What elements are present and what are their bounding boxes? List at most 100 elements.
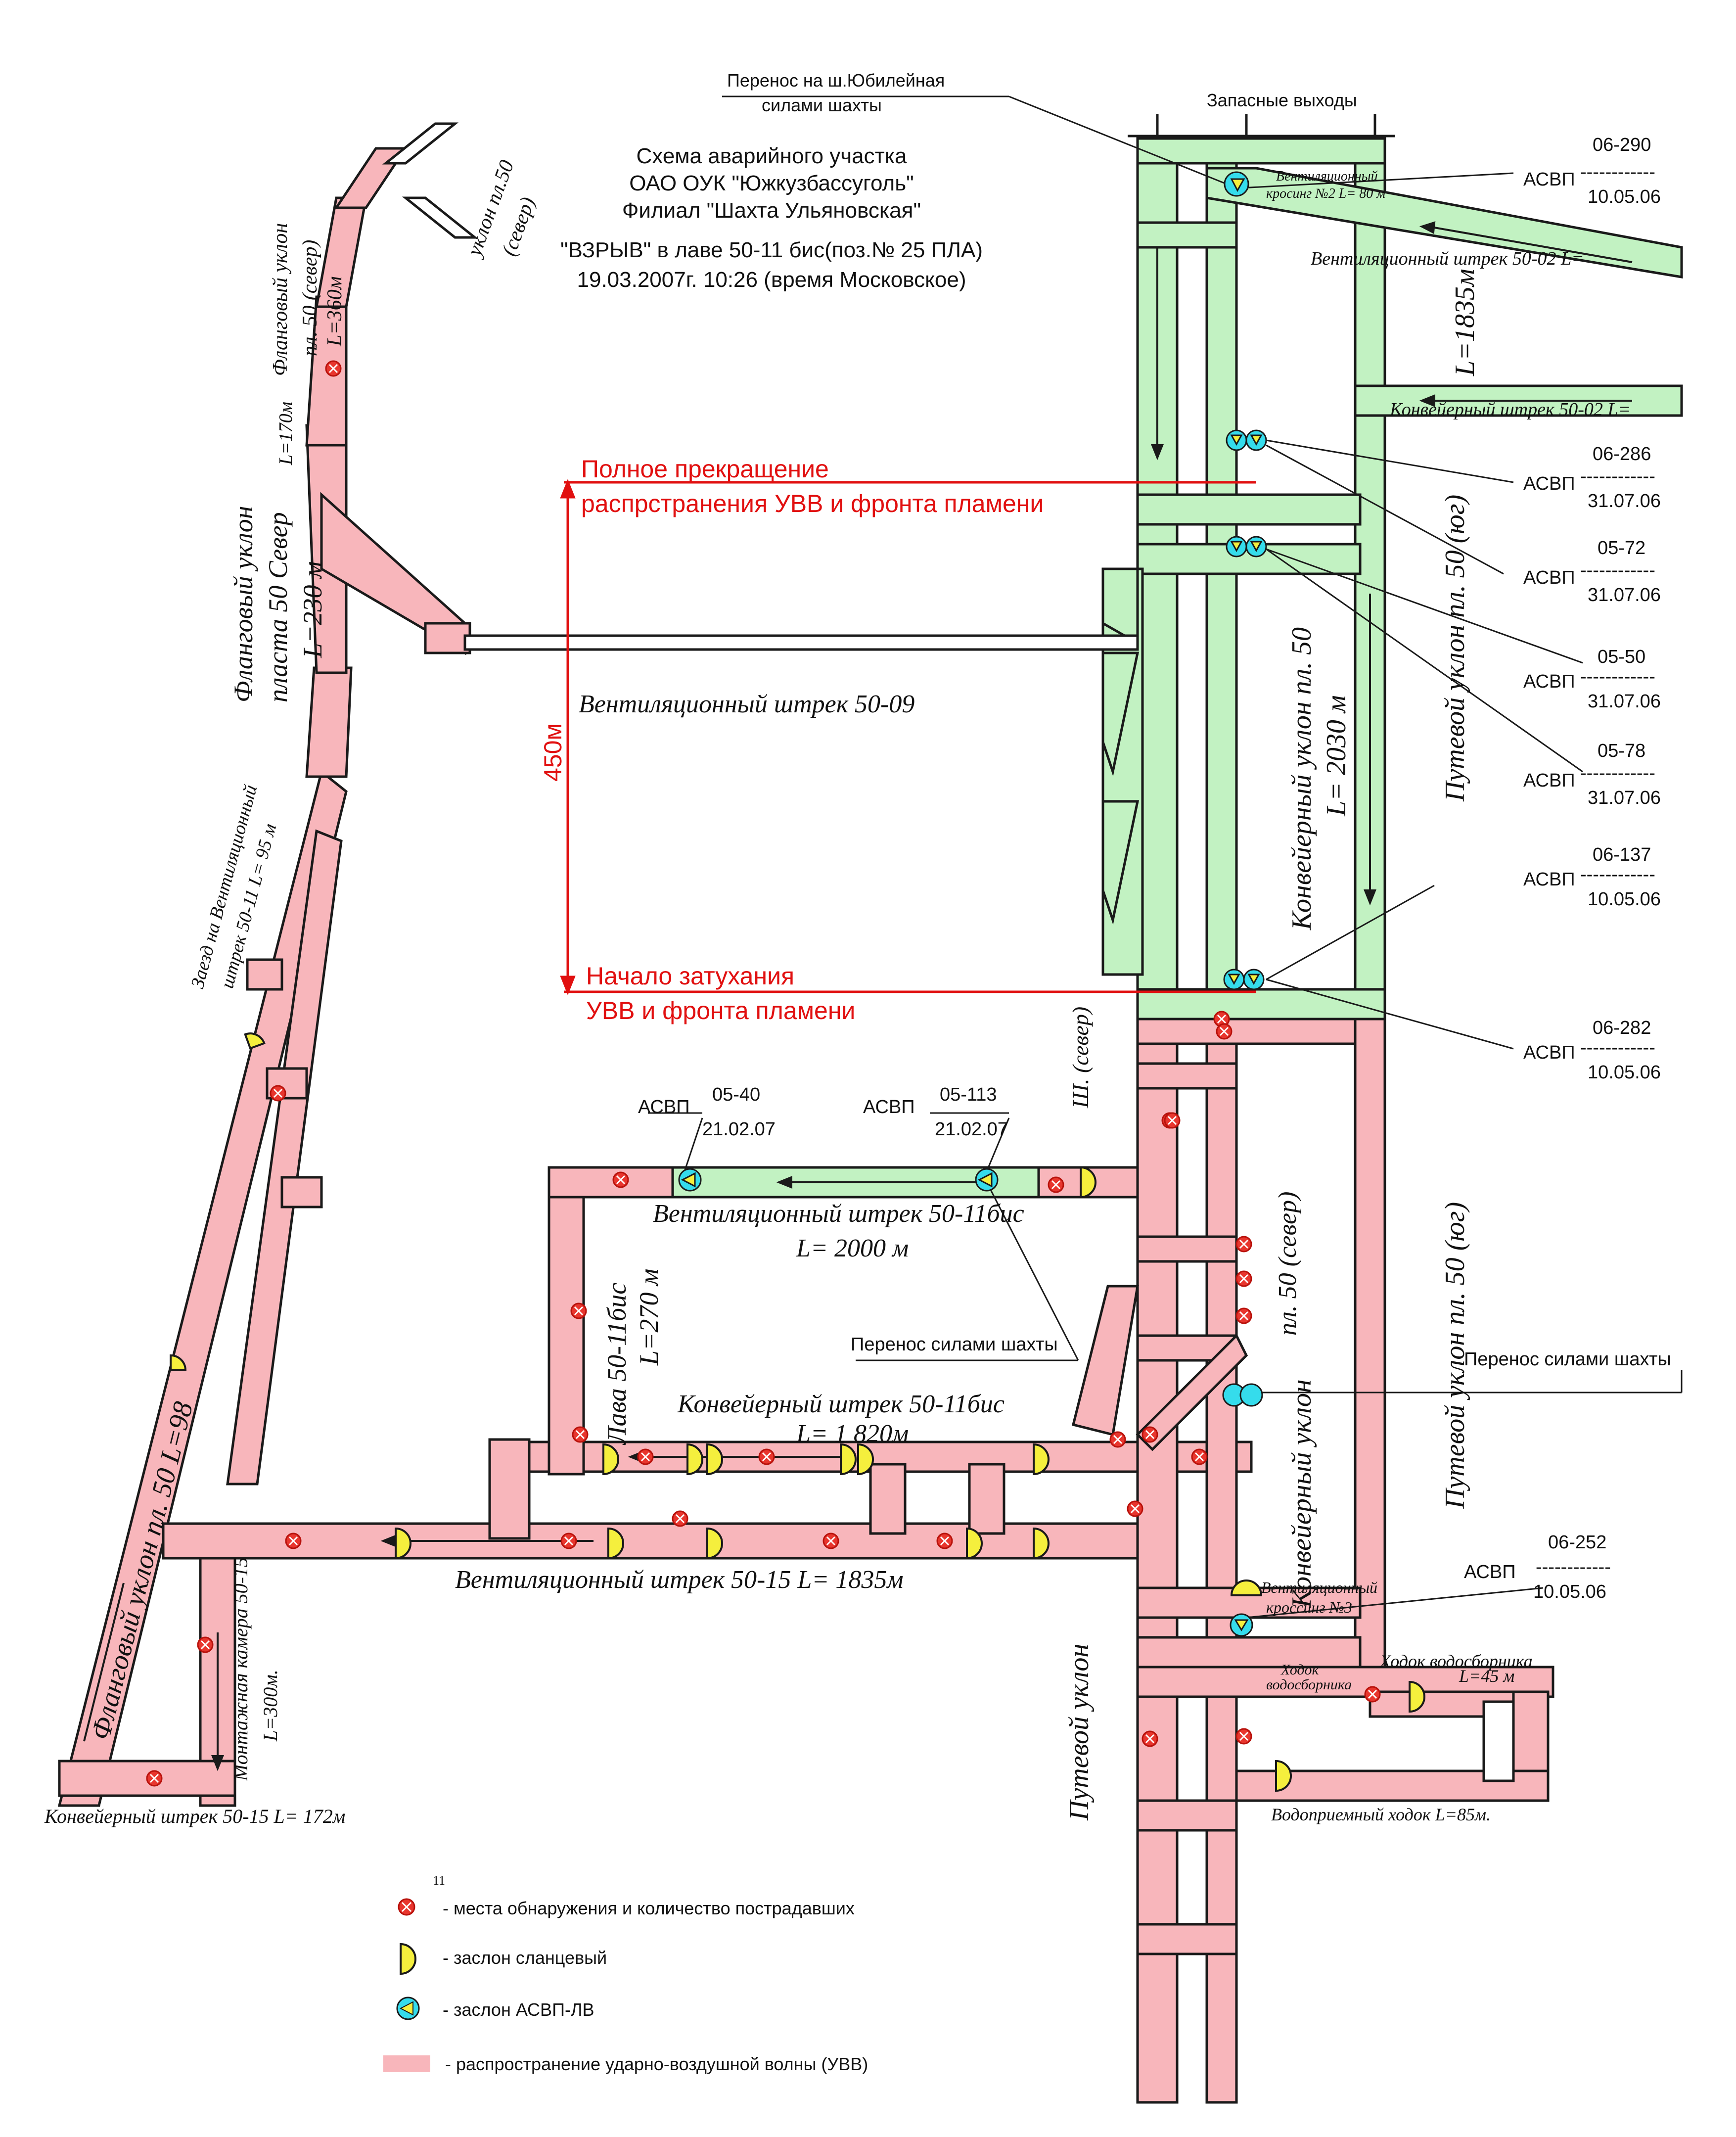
lava-len: L=270 м (634, 1269, 664, 1366)
title-line-4: "ВЗРЫВ" в лаве 50-11 бис(поз.№ 25 ПЛА) (560, 238, 983, 262)
victim-marker (672, 1510, 688, 1527)
asvp-label-06-286: 06-286 АСВП ------------ 31.07.06 (1523, 444, 1661, 511)
asvp-label-05-40: 05-40 АСВП 21.02.07 (638, 1084, 776, 1140)
asvp-barrier (1230, 1613, 1253, 1637)
decay-2: УВВ и фронта пламени (586, 997, 855, 1024)
montazh: Монтажная камера 50-15 (229, 1557, 252, 1781)
transfer-top-1: Перенос на ш.Юбилейная (727, 70, 945, 91)
victim-marker (285, 1533, 302, 1549)
svg-text:------------: ------------ (1580, 864, 1655, 885)
hodok-label-b: водосборника (1266, 1676, 1352, 1693)
victim-marker (637, 1448, 654, 1465)
conv-50-11bis: Конвейерный штрек 50-11бис (677, 1390, 1005, 1418)
svg-text:21.02.07: 21.02.07 (935, 1119, 1008, 1140)
victim-markers (146, 360, 1381, 1787)
svg-text:31.07.06: 31.07.06 (1588, 691, 1661, 712)
victim-marker (1164, 1112, 1181, 1129)
shale-barrier (966, 1527, 983, 1560)
shale-barrier (395, 1527, 411, 1560)
title-line-5: 19.03.2007г. 10:26 (время Московское) (577, 268, 966, 292)
svg-text:21.02.07: 21.02.07 (702, 1119, 776, 1140)
shale-barrier (170, 1354, 187, 1371)
vent-crossing-3: Вентиляционный (1261, 1579, 1377, 1596)
vent-crossing-2b: кросинг №2 L= 80 м (1266, 186, 1385, 201)
shale-barrier (607, 1527, 624, 1560)
hodok-label: Ходок (1280, 1662, 1320, 1678)
svg-text:------------: ------------ (1580, 1037, 1655, 1058)
asvp-label-05-113: 05-113 АСВП 21.02.07 (863, 1084, 1008, 1140)
svg-text:10.05.06: 10.05.06 (1533, 1581, 1606, 1602)
conv-50-02: Конвейерный штрек 50-02 L= (1389, 399, 1631, 420)
conv-uklon-50: Конвейерный уклон пл. 50 (1286, 627, 1317, 930)
put-uklon-1835: L=1835м (1450, 269, 1480, 376)
flank-50-north-b: пласта 50 Север (263, 512, 293, 702)
asvp-barrier (975, 1168, 999, 1192)
legend-uvv-swatch (383, 2055, 430, 2072)
svg-text:------------: ------------ (1580, 560, 1655, 581)
shale-barrier (1080, 1166, 1096, 1199)
vent-50-02: Вентиляционный штрек 50-02 L= (1311, 248, 1584, 269)
asvp-barrier (1245, 536, 1267, 557)
svg-text:06-252: 06-252 (1548, 1532, 1606, 1553)
svg-text:06-282: 06-282 (1593, 1018, 1651, 1038)
vent-50-09: Вентиляционный штрек 50-09 (579, 690, 914, 718)
flank-top-len: L=360м (323, 276, 346, 347)
svg-text:10.05.06: 10.05.06 (1588, 1062, 1661, 1083)
svg-text:06-290: 06-290 (1593, 135, 1651, 155)
sh-north: Ш. (север) (1068, 1007, 1093, 1109)
vent-50-11bis: Вентиляционный штрек 50-11бис (653, 1200, 1024, 1228)
vent-crossing-3b: кроссинг №3 (1266, 1598, 1352, 1616)
svg-text:31.07.06: 31.07.06 (1588, 585, 1661, 605)
vent-50-11bis-len: L= 2000 м (796, 1234, 909, 1262)
vodosbornik-len: L=45 м (1459, 1666, 1514, 1686)
svg-text:05-40: 05-40 (712, 1084, 760, 1105)
victim-marker (146, 1770, 163, 1787)
victim-marker (1235, 1270, 1252, 1287)
flank-50-north: Фланговый уклон (228, 506, 258, 703)
victim-marker (1235, 1728, 1252, 1745)
svg-text:06-137: 06-137 (1593, 844, 1651, 865)
asvp-barrier (1226, 429, 1247, 451)
legend-asvp-icon (396, 1997, 420, 2020)
svg-text:АСВП: АСВП (1523, 869, 1575, 890)
asvp-label-05-72: 05-72 АСВП ------------ 31.07.06 (1523, 538, 1661, 605)
victim-marker (1216, 1023, 1233, 1040)
asvp-label-06-252: 06-252 АСВП ------------ 10.05.06 (1464, 1532, 1611, 1602)
shale-barrier (1033, 1527, 1050, 1560)
title-line-2: ОАО ОУК "Южкузбассуголь" (629, 171, 914, 195)
svg-text:------------: ------------ (1580, 763, 1655, 784)
shale-barrier (1230, 1580, 1263, 1596)
victim-marker (560, 1533, 577, 1549)
shale-barrier (706, 1443, 723, 1476)
svg-text:------------: ------------ (1580, 162, 1655, 183)
vent-50-15: Вентиляционный штрек 50-15 L= 1835м (455, 1566, 904, 1594)
victim-marker (325, 360, 342, 377)
transfer-right: Перенос силами шахты (1464, 1349, 1671, 1370)
safe-zone-area (671, 137, 1683, 1199)
svg-text:АСВП: АСВП (638, 1097, 690, 1117)
shale-barrier (244, 1032, 266, 1050)
asvp-label-05-50: 05-50 АСВП ------------ 31.07.06 (1523, 647, 1661, 712)
decay-1: Начало затухания (586, 962, 794, 990)
svg-text:10.05.06: 10.05.06 (1588, 186, 1661, 207)
victim-marker (1235, 1307, 1252, 1324)
asvp-barrier (1239, 1383, 1263, 1407)
victim-marker (570, 1302, 587, 1319)
svg-text:05-72: 05-72 (1598, 538, 1645, 558)
asvp-barrier (1245, 429, 1267, 451)
victim-marker (822, 1533, 839, 1549)
victim-marker (197, 1636, 214, 1653)
victim-marker (572, 1426, 589, 1443)
svg-text:АСВП: АСВП (1523, 770, 1575, 791)
svg-text:31.07.06: 31.07.06 (1588, 788, 1661, 808)
distance-450: 450м (539, 723, 567, 782)
legend: 11 - места обнаружения и количество пост… (383, 1873, 868, 2074)
victim-marker (1235, 1236, 1252, 1253)
montazh-len: L=300м. (259, 1670, 281, 1742)
conv-uklon-north: Конвейерный уклон (1286, 1379, 1317, 1608)
svg-text:05-78: 05-78 (1598, 741, 1645, 761)
svg-text:10.05.06: 10.05.06 (1588, 889, 1661, 910)
shale-barrier (840, 1443, 857, 1476)
title-line-1: Схема аварийного участка (637, 144, 907, 168)
svg-text:АСВП: АСВП (1523, 473, 1575, 494)
